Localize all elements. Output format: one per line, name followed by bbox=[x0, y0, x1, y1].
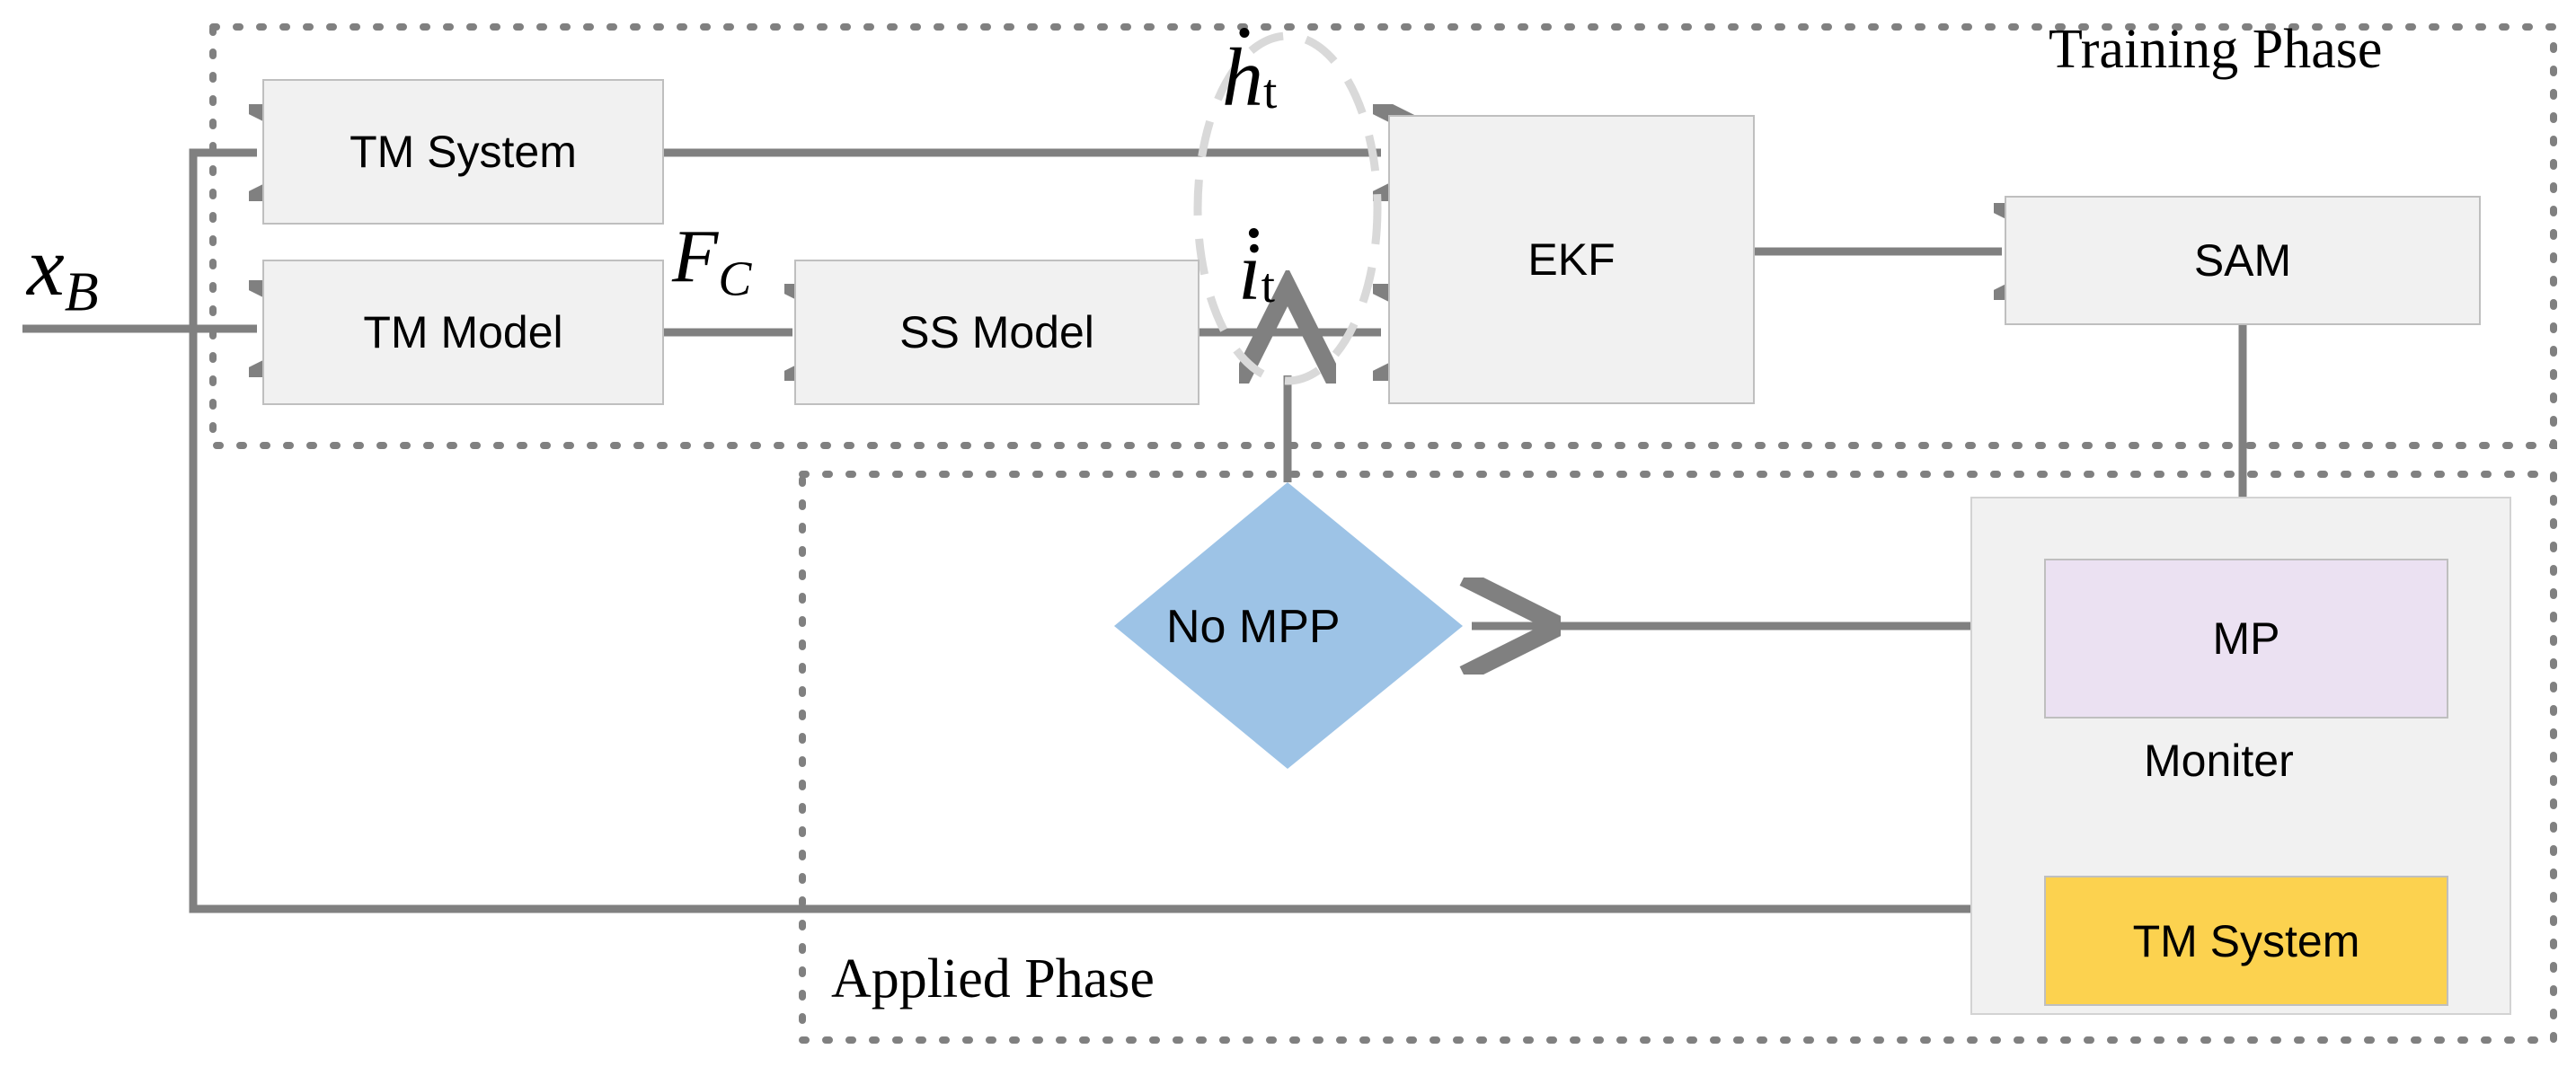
decision-no-mpp[interactable] bbox=[1114, 482, 1463, 769]
node-ss-model-label: SS Model bbox=[899, 307, 1094, 357]
node-tm-system-training-label: TM System bbox=[350, 127, 577, 177]
node-tm-model-label: TM Model bbox=[363, 307, 563, 357]
node-sam[interactable]: SAM bbox=[2005, 196, 2481, 325]
edge-input-feedback-to-applied-tm bbox=[189, 329, 2036, 909]
state-bundle-ellipse bbox=[1193, 31, 1382, 385]
signal-force-base: F bbox=[672, 215, 719, 298]
node-tm-model[interactable]: TM Model bbox=[262, 260, 664, 405]
node-mp[interactable]: MP bbox=[2044, 559, 2448, 719]
training-phase-boundary bbox=[209, 23, 2557, 449]
overdot-icon bbox=[1239, 27, 1250, 38]
applied-phase-boundary bbox=[799, 471, 2557, 1044]
edge-input-riser-to-tm-system bbox=[189, 153, 257, 329]
edge-moniter-label: Moniter bbox=[2144, 736, 2294, 786]
node-mp-label: MP bbox=[2212, 613, 2280, 664]
node-ekf[interactable]: EKF bbox=[1388, 115, 1755, 404]
signal-measured-base: h bbox=[1222, 27, 1263, 119]
node-tm-system-applied-label: TM System bbox=[2132, 915, 2360, 966]
signal-measured-subscript: t bbox=[1263, 63, 1278, 119]
signal-estimated-subscript: t bbox=[1261, 257, 1275, 313]
node-tm-system-applied[interactable]: TM System bbox=[2044, 876, 2448, 1006]
signal-measured-label: h t bbox=[1222, 27, 1278, 119]
node-ss-model[interactable]: SS Model bbox=[794, 260, 1199, 405]
signal-estimated-label: i t bbox=[1238, 225, 1275, 317]
signal-input-x-subscript: B bbox=[64, 261, 99, 323]
signal-force-label: FC bbox=[672, 219, 751, 304]
decision-no-mpp-label: No MPP bbox=[1166, 601, 1341, 653]
node-tm-system-training[interactable]: TM System bbox=[262, 79, 664, 225]
node-ekf-label: EKF bbox=[1527, 234, 1616, 285]
overdot-icon bbox=[1248, 228, 1259, 239]
signal-input-x-base: x bbox=[27, 220, 65, 313]
signal-estimated-base: i bbox=[1238, 225, 1261, 317]
node-sam-label: SAM bbox=[2193, 235, 2292, 286]
signal-force-subscript: C bbox=[718, 251, 752, 306]
applied-phase-label: Applied Phase bbox=[831, 948, 1155, 1010]
training-phase-label: Training Phase bbox=[2049, 19, 2383, 80]
signal-input-x-label: xB bbox=[27, 225, 99, 320]
